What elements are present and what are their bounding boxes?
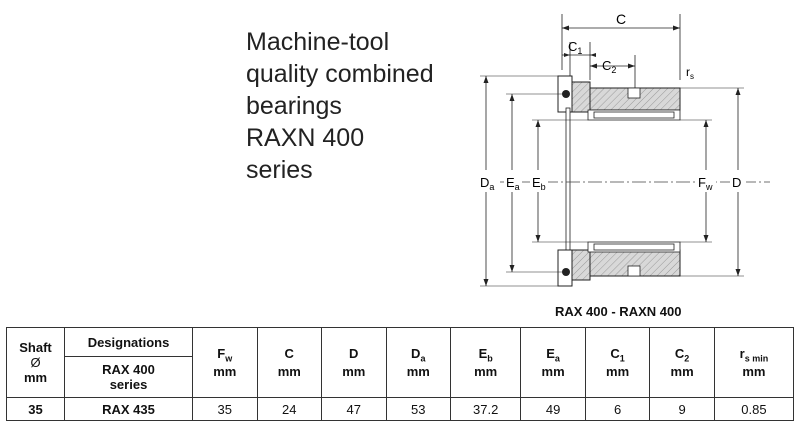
dimension-eb: Eb [530,119,588,243]
svg-text:Eb: Eb [532,175,546,192]
cell-rs-min: 0.85 [713,397,795,421]
dimension-c1: C1 [562,39,596,80]
dimension-da: Da [478,75,566,287]
svg-text:Ea: Ea [506,175,520,192]
dimension-c2: C2 [590,55,636,88]
label-eb: E [532,175,541,190]
dimension-fw: Fw [680,119,716,243]
drawing-caption: RAX 400 - RAXN 400 [555,304,682,319]
page-title: Machine-tool quality combined bearings R… [246,26,434,186]
title-line: series [246,156,313,184]
svg-text:C1: C1 [568,39,582,56]
title-line: bearings [246,92,342,120]
cell-shaft: 35 [6,397,65,421]
svg-text:Fw: Fw [698,175,713,192]
label-c2: C [602,58,611,73]
cell-c2: 9 [649,397,715,421]
label-ea: E [506,175,515,190]
series-header: RAX 400 series [64,356,193,398]
cell-c1: 6 [584,397,651,421]
cell-da: 53 [385,397,451,421]
cell-c: 24 [256,397,322,421]
label-c: C [616,11,626,27]
dimension-d: D [680,87,746,277]
cell-d: 47 [321,397,387,421]
cell-designation: RAX 435 [64,397,193,421]
dimension-ea: Ea [504,93,568,273]
title-line: quality combined [246,60,434,88]
bearing-lower-half [557,241,681,287]
table-row: 35 RAX 435 35 24 47 53 37.2 49 6 9 0.85 [6,397,795,421]
label-fw: F [698,175,706,190]
bearing-cross-section-drawing: C C1 C2 rs [478,11,770,287]
label-da: D [480,175,489,190]
cell-eb: 37.2 [449,397,522,421]
shaft-header: Shaft Ø mm [6,327,65,398]
bearing-upper-half [557,75,681,253]
cell-fw: 35 [192,397,258,421]
svg-text:C2: C2 [602,58,616,75]
label-c1: C [568,39,577,54]
designations-header: Designations [64,327,193,357]
cell-ea: 49 [520,397,586,421]
label-rs: rs [686,65,694,81]
title-line: Machine-tool [246,28,390,56]
label-d: D [732,175,741,190]
dimension-c: C [561,11,681,80]
svg-text:Da: Da [480,175,494,192]
title-line: RAXN 400 [246,124,365,152]
